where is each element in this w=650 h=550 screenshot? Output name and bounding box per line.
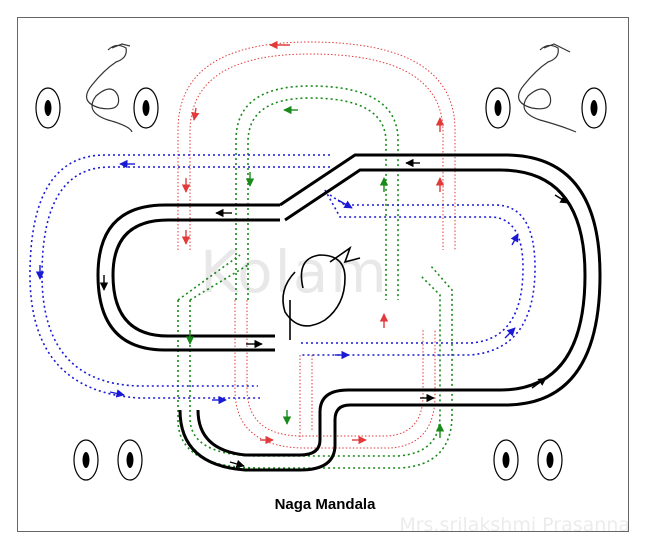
eye-icon-top-right-2 — [581, 87, 607, 129]
center-snake-icon — [282, 245, 361, 340]
eye-icon-top-left-1 — [35, 87, 61, 129]
diagram-caption: Naga Mandala — [274, 496, 376, 513]
direction-arrows — [35, 40, 569, 468]
watermark-text: Kolam — [200, 238, 389, 306]
red-path — [177, 41, 456, 449]
eye-icon-bottom-left-1 — [73, 439, 99, 481]
drawing-frame — [17, 17, 629, 532]
eye-icon-bottom-left-2 — [117, 439, 143, 481]
eye-icon-top-right-1 — [485, 87, 511, 129]
credit-watermark: Mrs.srilakshmi Prasanna — [399, 514, 630, 536]
snake-icon-top-right — [517, 43, 577, 133]
black-path — [96, 153, 602, 472]
eye-icon-top-left-2 — [133, 87, 159, 129]
blue-path — [29, 154, 536, 399]
green-path — [177, 85, 453, 469]
eye-icon-bottom-right-1 — [493, 439, 519, 481]
eye-icon-bottom-right-2 — [537, 439, 563, 481]
snake-icon-top-left — [85, 43, 133, 133]
